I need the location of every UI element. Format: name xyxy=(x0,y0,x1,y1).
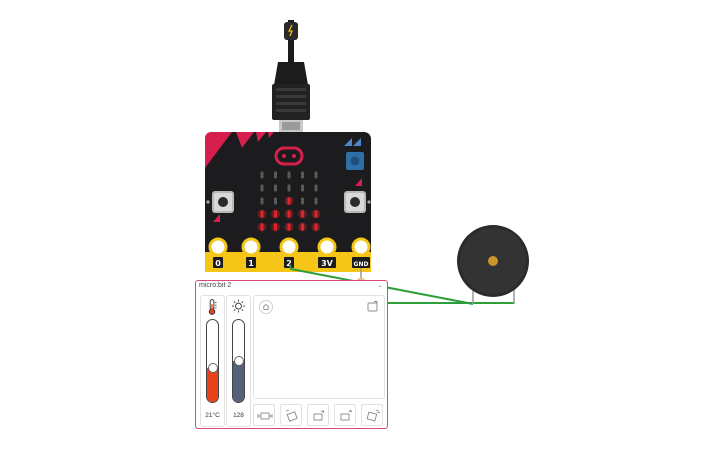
pin-label-bg xyxy=(318,257,336,268)
pin-2-pad[interactable] xyxy=(279,237,299,257)
tilt-left-icon[interactable] xyxy=(280,404,302,426)
pin-3v-pad[interactable] xyxy=(317,237,337,257)
tilt-right-icon[interactable] xyxy=(307,404,329,426)
usb-cable xyxy=(272,20,310,132)
button-a[interactable] xyxy=(212,191,234,213)
pin-gnd-pad[interactable] xyxy=(351,237,371,257)
wire-pin2-buzzer[interactable] xyxy=(289,264,474,305)
led-r0-c0 xyxy=(260,171,264,179)
led-matrix xyxy=(257,171,321,232)
led-r1-c4 xyxy=(314,184,318,192)
led-r3-c1 xyxy=(274,210,277,218)
microbit-board[interactable]: 0 1 2 3V GND xyxy=(205,132,371,272)
led-r2-c1 xyxy=(274,197,277,205)
shake-icon[interactable] xyxy=(253,404,275,426)
collapse-icon[interactable]: ⌄ xyxy=(377,282,383,289)
piezo-buzzer[interactable] xyxy=(457,225,529,304)
temperature-control: 21°C xyxy=(200,295,225,427)
panel-title: micro:bit 2 xyxy=(199,282,232,289)
led-r2-c4 xyxy=(314,197,318,205)
home-icon[interactable] xyxy=(259,300,273,314)
edge-connector: 0 1 2 3V GND xyxy=(208,237,371,268)
led-r4-c0 xyxy=(260,223,264,231)
pin-0-pad[interactable] xyxy=(208,237,228,257)
led-r4-c1 xyxy=(274,223,277,231)
led-r3-c4 xyxy=(314,210,318,218)
rotate-icon[interactable] xyxy=(366,300,380,314)
pin-label: 3V xyxy=(321,259,334,268)
button-b-marker xyxy=(355,178,362,186)
pin-label: 0 xyxy=(215,259,221,268)
sun-icon xyxy=(232,299,245,313)
led-r2-c2 xyxy=(287,197,291,205)
led-r1-c3 xyxy=(301,184,304,192)
pin-label-bg xyxy=(284,257,294,268)
pin-label: 2 xyxy=(286,259,292,268)
pin-label-bg xyxy=(213,257,223,268)
button-b[interactable] xyxy=(344,191,366,213)
light-slider-knob[interactable] xyxy=(233,356,244,366)
led-r4-c2 xyxy=(287,223,291,231)
pin-label: GND xyxy=(354,261,369,268)
led-r3-c0 xyxy=(260,210,264,218)
led-r1-c2 xyxy=(287,184,291,192)
tilt-up-icon[interactable] xyxy=(334,404,356,426)
button-a-marker xyxy=(213,214,220,222)
led-r2-c3 xyxy=(301,197,304,205)
accelerometer-area[interactable] xyxy=(253,295,385,399)
bluetooth-icon xyxy=(344,138,361,146)
temperature-slider[interactable] xyxy=(206,319,219,403)
led-r3-c2 xyxy=(287,210,291,218)
led-r2-c0 xyxy=(260,197,264,205)
led-r4-c3 xyxy=(301,223,304,231)
temperature-readout: 21°C xyxy=(205,412,220,419)
led-r0-c3 xyxy=(301,171,304,179)
pin-1-pad[interactable] xyxy=(241,237,261,257)
pin-label-bg xyxy=(352,257,370,268)
thermometer-icon xyxy=(208,299,217,315)
led-r3-c3 xyxy=(301,210,304,218)
led-r0-c4 xyxy=(314,171,318,179)
tilt-down-icon[interactable] xyxy=(361,404,383,426)
led-r1-c1 xyxy=(274,184,277,192)
temperature-slider-knob[interactable] xyxy=(207,362,218,373)
led-r4-c4 xyxy=(314,223,318,231)
led-r0-c2 xyxy=(287,171,291,179)
led-r0-c1 xyxy=(274,171,277,179)
light-readout: 128 xyxy=(233,412,244,419)
light-control: 128 xyxy=(226,295,251,427)
pin-label-bg xyxy=(246,257,256,268)
touch-logo[interactable] xyxy=(274,146,304,166)
light-slider[interactable] xyxy=(232,319,245,403)
led-r1-c0 xyxy=(260,184,264,192)
pin-label: 1 xyxy=(248,259,254,268)
microbit-sim-panel: micro:bit 2 ⌄ 21°C xyxy=(195,280,388,429)
